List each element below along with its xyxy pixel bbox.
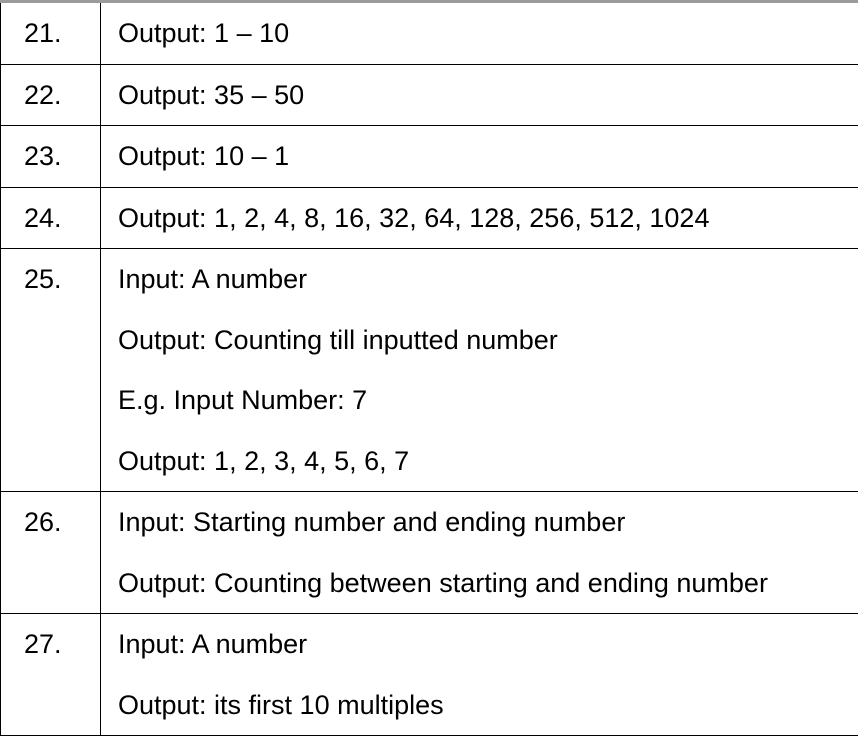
exercise-description: Input: A number Output: Counting till in…	[100, 248, 858, 492]
exercise-line: Output: 35 – 50	[118, 79, 305, 110]
exercise-line: Output: 1, 2, 3, 4, 5, 6, 7	[118, 445, 410, 476]
exercise-line: Output: Counting till inputted number	[118, 324, 558, 355]
table-row: 23. Output: 10 – 1	[0, 125, 858, 188]
exercise-line: Input: A number	[118, 629, 308, 659]
exercise-table: 21. Output: 1 – 10 22. Output: 35 – 50 2…	[0, 3, 858, 736]
exercise-line: Input: Starting number and ending number	[118, 507, 626, 537]
table-row: 21. Output: 1 – 10	[0, 3, 858, 65]
exercise-line: Output: its first 10 multiples	[118, 689, 444, 720]
table-row: 26. Input: Starting number and ending nu…	[0, 491, 858, 614]
exercise-line: Input: A number	[118, 264, 308, 294]
exercise-line: E.g. Input Number: 7	[118, 385, 368, 415]
exercise-description: Output: 10 – 1	[100, 125, 858, 188]
exercise-number: 26.	[0, 491, 101, 614]
exercise-description: Input: Starting number and ending number…	[100, 491, 858, 614]
exercise-line: Output: Counting between starting and en…	[118, 567, 768, 598]
exercise-description: Input: A number Output: its first 10 mul…	[100, 613, 858, 736]
table-row: 27. Input: A number Output: its first 10…	[0, 613, 858, 736]
exercise-number: 27.	[0, 613, 101, 736]
exercise-number: 24.	[0, 186, 101, 249]
exercise-line: Output: 1 – 10	[118, 18, 290, 48]
exercise-description: Output: 35 – 50	[100, 63, 858, 126]
exercise-number: 25.	[0, 248, 101, 492]
table-row: 24. Output: 1, 2, 4, 8, 16, 32, 64, 128,…	[0, 186, 858, 249]
table-row: 25. Input: A number Output: Counting til…	[0, 248, 858, 492]
exercise-description: Output: 1 – 10	[100, 3, 858, 65]
table-row: 22. Output: 35 – 50	[0, 63, 858, 126]
exercise-description: Output: 1, 2, 4, 8, 16, 32, 64, 128, 256…	[100, 186, 858, 249]
exercise-line: Output: 1, 2, 4, 8, 16, 32, 64, 128, 256…	[118, 202, 710, 233]
exercise-number: 22.	[0, 63, 101, 126]
top-border	[0, 0, 858, 3]
exercise-number: 23.	[0, 125, 101, 188]
exercise-number: 21.	[0, 3, 101, 65]
exercise-line: Output: 10 – 1	[118, 141, 290, 171]
